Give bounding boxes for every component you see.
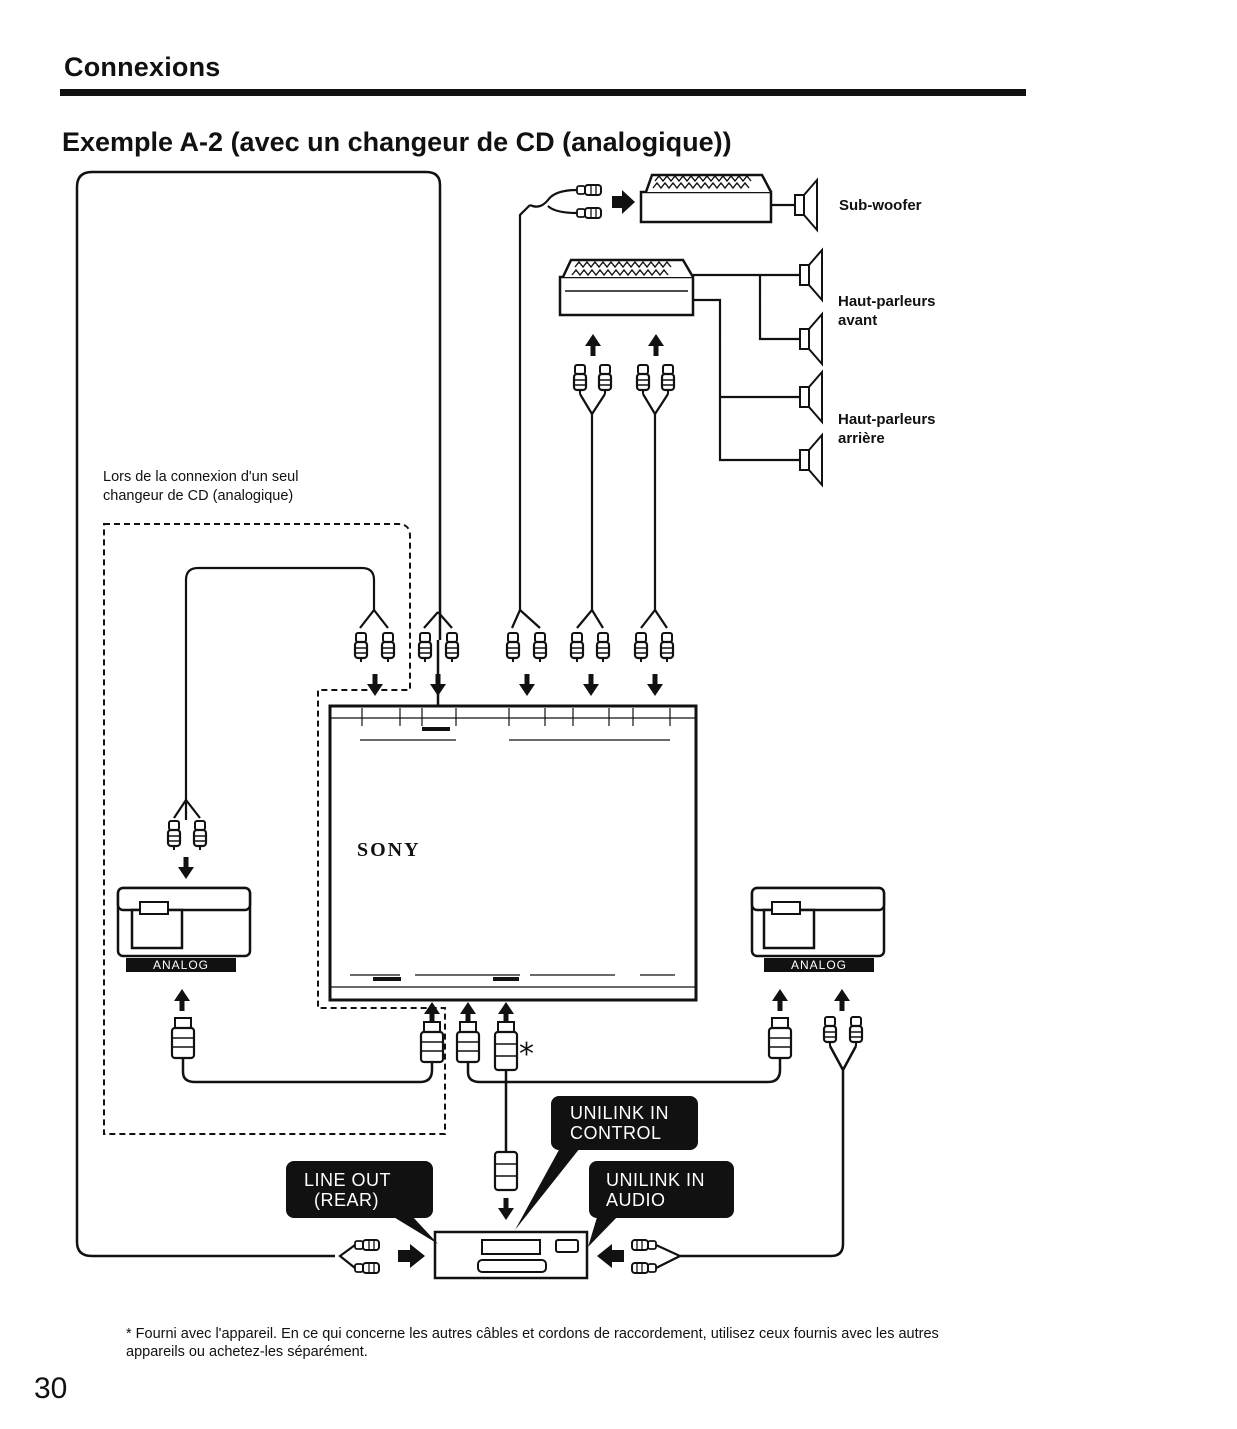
callout-unilink-control-line1: UNILINK IN [570, 1103, 669, 1123]
analog-badge-right: ANALOG [791, 958, 847, 972]
rca-plug-icon [353, 631, 369, 664]
rca-plug-icon [444, 631, 460, 664]
arrow-down-icon [519, 674, 535, 696]
rca-plug-icon [569, 631, 585, 664]
din-plug-icon [170, 1017, 196, 1060]
unilink-plug-icon [493, 1150, 519, 1192]
arrow-up-icon [498, 1002, 514, 1024]
rca-plug-icon [848, 1015, 864, 1048]
rca-plug-icon [505, 631, 521, 664]
rca-plug-icon [417, 631, 433, 664]
arrow-down-icon [498, 1198, 514, 1220]
arrow-right-icon [398, 1244, 425, 1268]
arrow-down-icon [647, 674, 663, 696]
header-rule [60, 89, 1026, 96]
subwoofer-label: Sub-woofer [839, 197, 922, 214]
front-speakers-label-1: Haut-parleurs [838, 293, 936, 310]
rca-plug-icon [597, 363, 613, 396]
din-plug-icon [455, 1021, 481, 1064]
example-title: Exemple A-2 (avec un changeur de CD (ana… [62, 127, 732, 157]
arrow-up-icon [424, 1002, 440, 1024]
arrow-up-icon [460, 1002, 476, 1024]
arrow-up-icon [174, 989, 190, 1011]
unilink-plug-icon [493, 1021, 519, 1072]
rca-plug-icon [633, 631, 649, 664]
subwoofer-speaker-icon [794, 179, 818, 231]
footnote: * Fourni avec l'appareil. En ce qui conc… [126, 1326, 939, 1360]
rca-plug-icon [822, 1015, 838, 1048]
din-plug-icon [419, 1021, 445, 1064]
rear-speakers-label-2: arrière [838, 430, 885, 447]
sony-logo: SONY [357, 839, 421, 861]
rca-plug-icon [576, 184, 602, 196]
arrow-up-icon [648, 334, 664, 356]
arrow-down-icon [430, 674, 446, 696]
arrow-down-icon [583, 674, 599, 696]
asterisk-mark: * [519, 1037, 534, 1072]
front-speakers-label-2: avant [838, 312, 877, 329]
rear-speaker-icon [799, 434, 823, 486]
arrow-down-icon [178, 857, 194, 879]
callout-line-out [286, 1161, 438, 1244]
rca-plug-icon [166, 819, 182, 852]
arrow-up-icon [834, 989, 850, 1011]
single-changer-note-1: Lors de la connexion d'un seul [103, 469, 298, 485]
rca-plug-icon [572, 363, 588, 396]
rca-plug-icon [631, 1262, 657, 1274]
arrow-up-icon [585, 334, 601, 356]
rca-plug-icon [354, 1262, 380, 1274]
cd-changer-right [750, 886, 886, 972]
callout-unilink-audio-line1: UNILINK IN [606, 1170, 705, 1190]
callout-line-out-line2: (REAR) [314, 1190, 379, 1210]
rca-plug-icon [595, 631, 611, 664]
rca-plug-icon [631, 1239, 657, 1251]
arrow-down-icon [367, 674, 383, 696]
analog-badge-left: ANALOG [153, 958, 209, 972]
sony-processor-unit [328, 704, 698, 1002]
head-unit [433, 1230, 589, 1280]
single-changer-dashed-box [103, 523, 446, 1135]
callout-line-out-line1: LINE OUT [304, 1170, 391, 1190]
rca-plug-icon [354, 1239, 380, 1251]
rca-plug-icon [660, 363, 676, 396]
rca-plug-icon [659, 631, 675, 664]
rca-plug-icon [192, 819, 208, 852]
rca-plug-icon [380, 631, 396, 664]
callout-unilink-control [515, 1096, 698, 1230]
front-speaker-icon [799, 313, 823, 365]
front-speaker-icon [799, 249, 823, 301]
callout-unilink-control-line2: CONTROL [570, 1123, 662, 1143]
rca-plug-icon [635, 363, 651, 396]
din-plug-icon [767, 1017, 793, 1060]
rear-speakers-label-1: Haut-parleurs [838, 411, 936, 428]
arrow-left-icon [597, 1244, 624, 1268]
callout-unilink-audio [588, 1161, 734, 1247]
rear-speaker-icon [799, 371, 823, 423]
rca-plug-icon [576, 207, 602, 219]
subwoofer-amplifier [639, 173, 773, 224]
page-number: 30 [34, 1372, 68, 1405]
single-changer-note-2: changeur de CD (analogique) [103, 488, 293, 504]
callout-unilink-audio-line2: AUDIO [606, 1190, 666, 1210]
main-amplifier [558, 258, 695, 317]
rca-plug-icon [532, 631, 548, 664]
cd-changer-left [116, 886, 252, 972]
arrow-right-icon [612, 190, 635, 214]
arrow-up-icon [772, 989, 788, 1011]
section-title: Connexions [64, 52, 221, 82]
